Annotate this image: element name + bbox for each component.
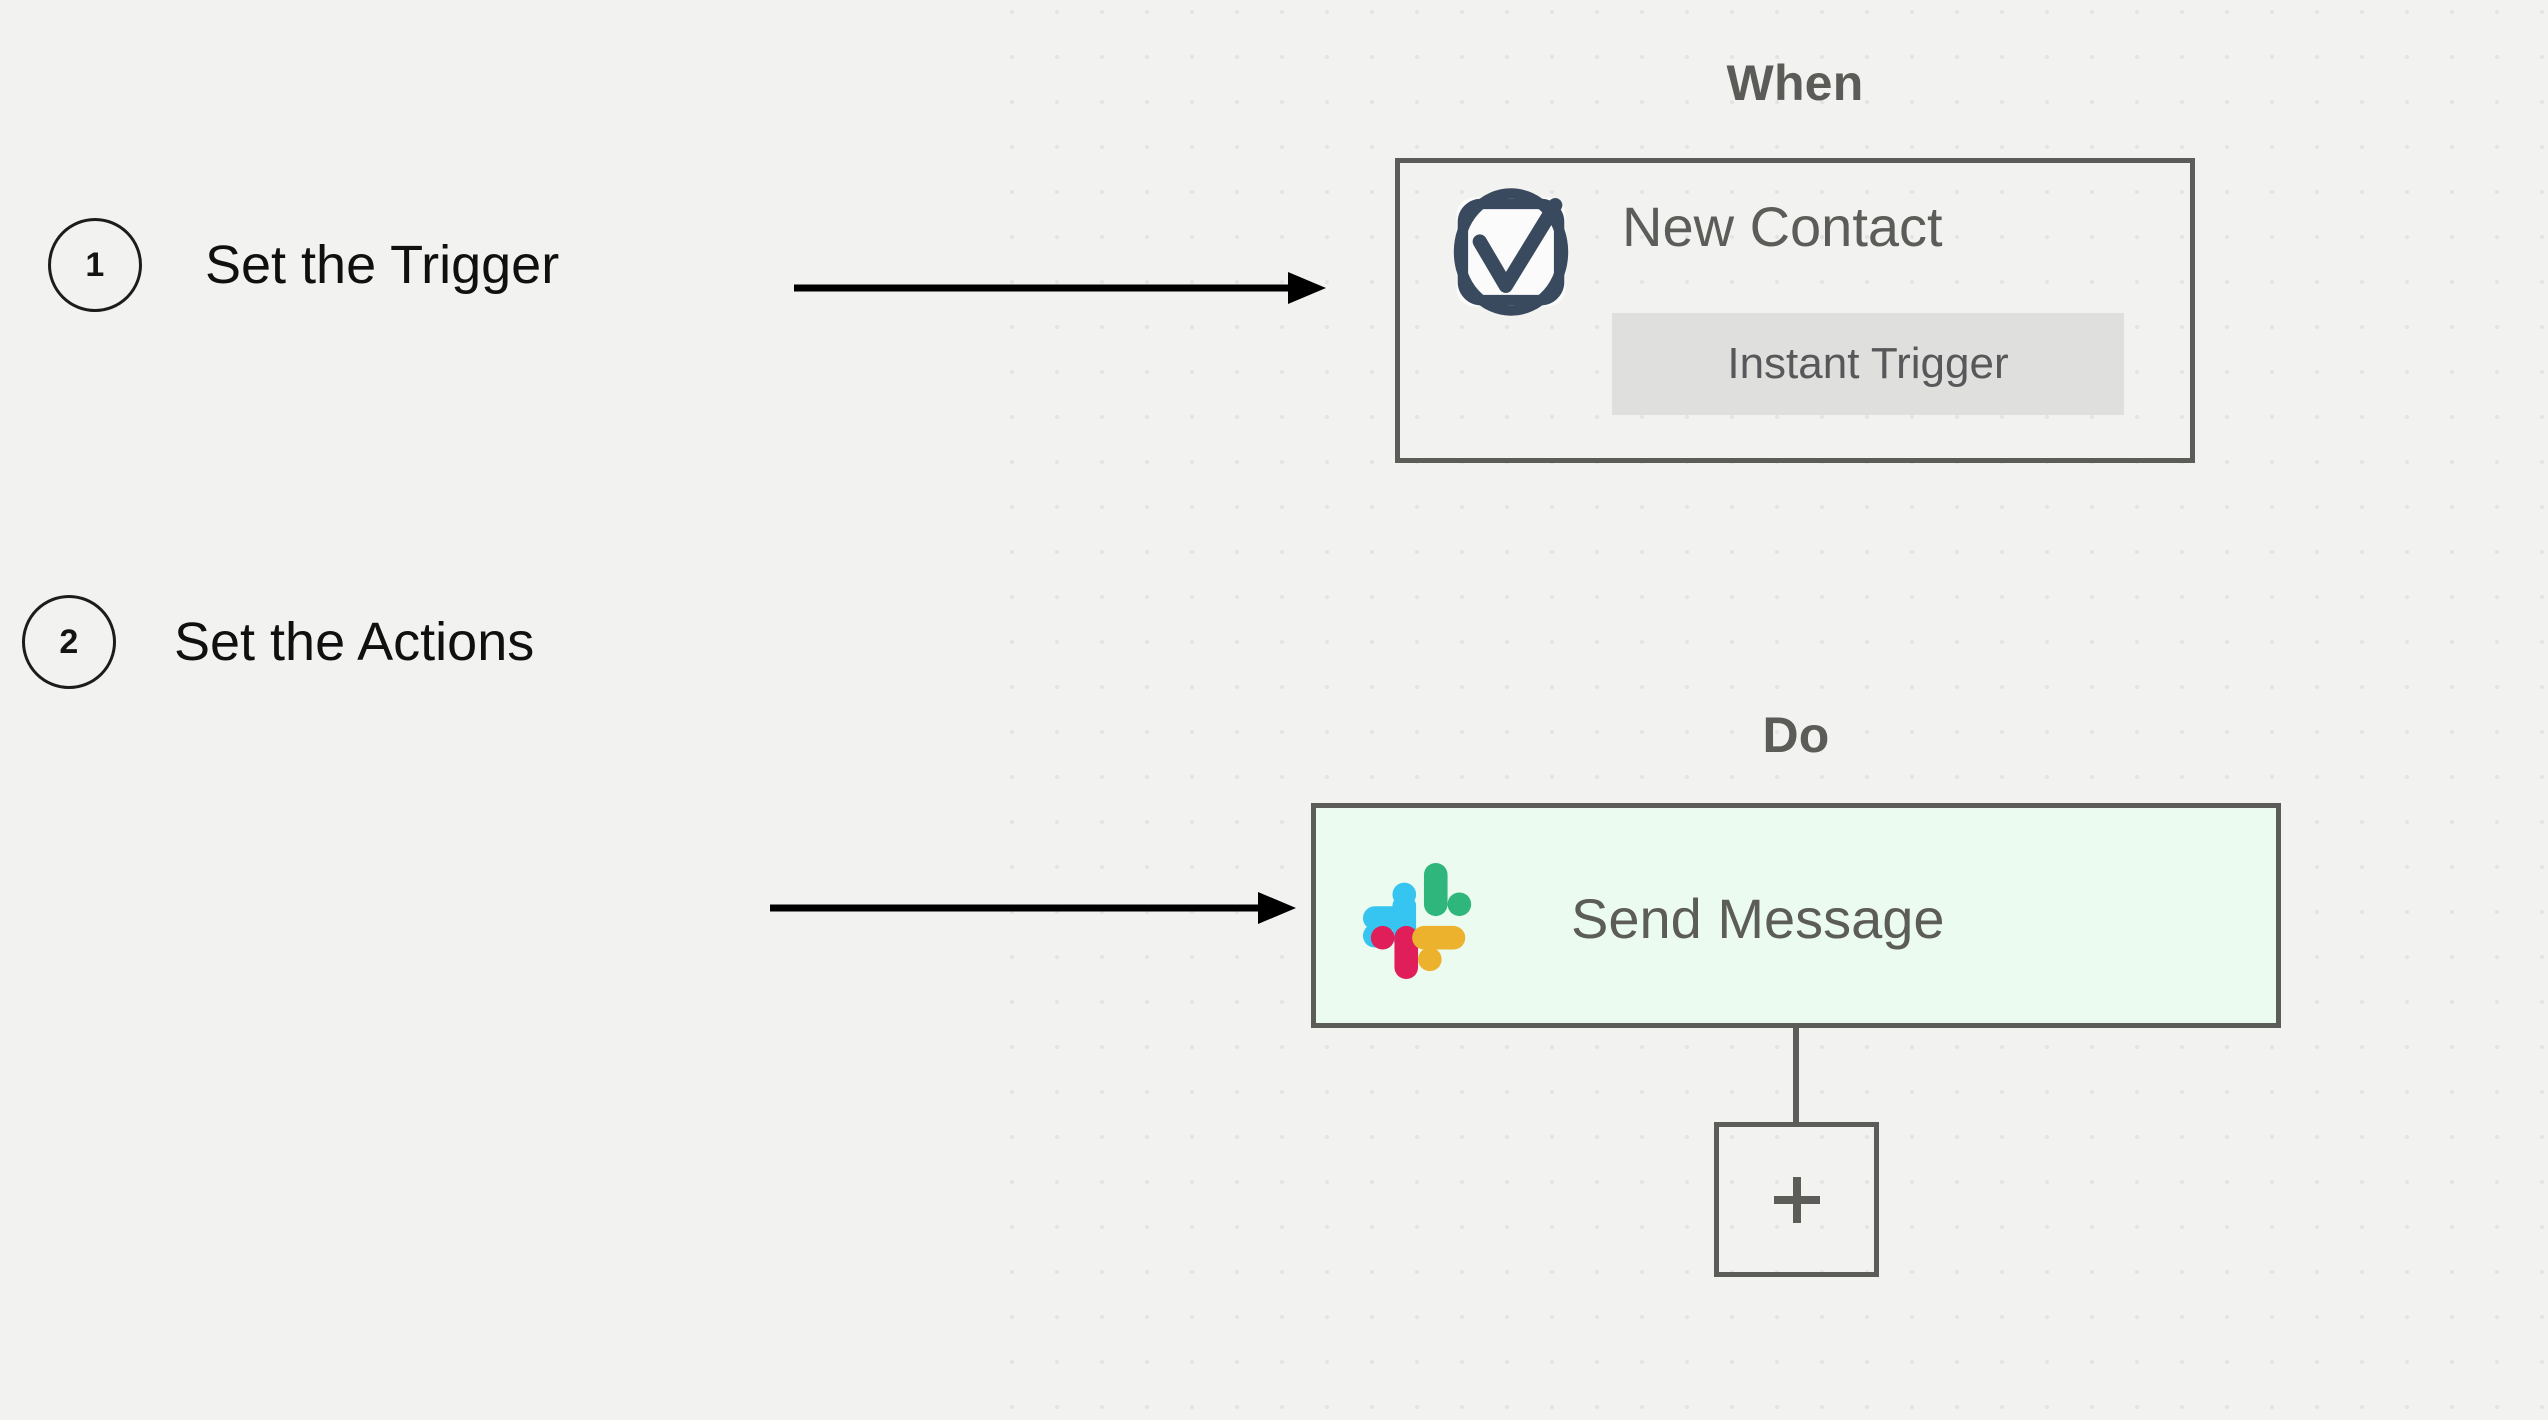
action-to-add-connector [1793, 1028, 1799, 1125]
action-heading: Do [1762, 707, 1830, 763]
trigger-type-badge-label: Instant Trigger [1727, 339, 2009, 388]
action-title: Send Message [1571, 887, 1945, 950]
slack-icon [1362, 862, 1472, 980]
step-2-number: 2 [59, 623, 79, 661]
step-1-marker: 1 Set the Trigger [48, 218, 559, 312]
canvas-dot-grid [1002, 0, 2548, 1420]
plus-icon-vertical [1792, 1176, 1801, 1223]
step-2-label: Set the Actions [174, 612, 535, 672]
add-node-button[interactable] [1714, 1122, 1879, 1277]
step-2-marker: 2 Set the Actions [22, 595, 534, 689]
step-2-badge: 2 [22, 595, 116, 689]
trigger-heading: When [1726, 55, 1864, 111]
trigger-node-group: When New Contact Instant Trigger [1395, 58, 2195, 463]
action-card[interactable]: Send Message [1311, 803, 2281, 1028]
action-node-group: Do Send Message [1311, 710, 2281, 1030]
step-1-arrow [794, 272, 1326, 304]
checkmark-circle-icon [1453, 188, 1569, 316]
step-1-number: 1 [85, 246, 105, 284]
trigger-title: New Contact [1622, 195, 1943, 258]
step-2-arrow [770, 892, 1296, 924]
trigger-card[interactable]: New Contact Instant Trigger [1395, 158, 2195, 463]
step-1-badge: 1 [48, 218, 142, 312]
trigger-type-badge: Instant Trigger [1612, 313, 2124, 415]
step-1-label: Set the Trigger [205, 235, 560, 295]
